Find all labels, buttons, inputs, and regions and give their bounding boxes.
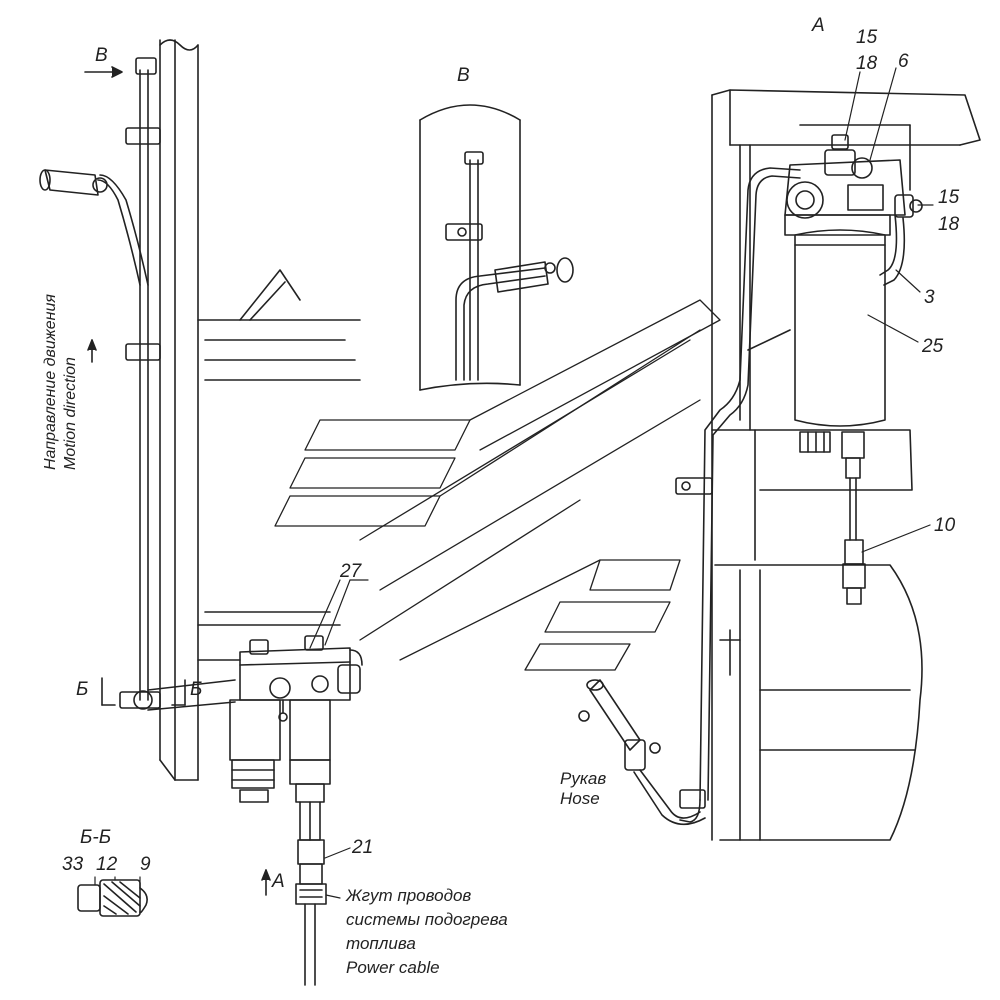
- view-arrow-a-label: А: [272, 871, 285, 892]
- hose-3: [879, 214, 906, 286]
- motion-direction-en: Motion direction: [62, 357, 79, 470]
- guide-arrows: [274, 299, 721, 671]
- section-b-b-detail: [77, 879, 148, 917]
- frame-rail: [159, 39, 361, 781]
- callout-12: 12: [96, 854, 118, 875]
- motion-direction-ru: Направление движения: [42, 294, 59, 470]
- power-cable-21: [295, 839, 327, 986]
- left-top-fitting: [39, 169, 108, 196]
- callout-33: 33: [62, 854, 84, 875]
- callout-18-right: 18: [938, 214, 960, 235]
- callout-3: 3: [924, 287, 935, 308]
- fuel-line-left: [97, 57, 161, 709]
- callout-18-top: 18: [856, 53, 878, 74]
- callout-15-right: 15: [938, 187, 960, 208]
- hose-label-en: Hose: [560, 789, 600, 808]
- cable-label-en: Power cable: [346, 958, 440, 977]
- fuel-filter-25: [784, 134, 923, 453]
- callout-25: 25: [922, 336, 944, 357]
- connector-10: [841, 431, 866, 605]
- callout-10: 10: [934, 515, 956, 536]
- leader-lines: [94, 67, 934, 899]
- fuel-pipe-right: [675, 167, 801, 823]
- section-mark-right: Б: [190, 679, 203, 700]
- view-b-arrow-label: В: [95, 45, 108, 66]
- callout-6: 6: [898, 51, 909, 72]
- callout-27: 27: [340, 561, 362, 582]
- cable-label-ru-1: Жгут проводов: [346, 886, 472, 905]
- hose-label-ru: Рукав: [560, 769, 607, 788]
- callout-9: 9: [140, 854, 151, 875]
- view-b-title: В: [457, 65, 470, 86]
- hose-lower-right: [578, 679, 706, 826]
- cable-label-ru-2: системы подогрева: [346, 910, 508, 929]
- callout-21: 21: [352, 837, 374, 858]
- section-title: Б-Б: [80, 827, 112, 848]
- view-arrows: [84, 66, 271, 896]
- cable-label-ru-3: топлива: [346, 934, 416, 953]
- view-a-label: А: [812, 15, 825, 36]
- callout-15-top: 15: [856, 27, 878, 48]
- separator-assembly-27: [133, 635, 363, 841]
- section-mark-left: Б: [76, 679, 89, 700]
- view-b-inset: [419, 104, 574, 391]
